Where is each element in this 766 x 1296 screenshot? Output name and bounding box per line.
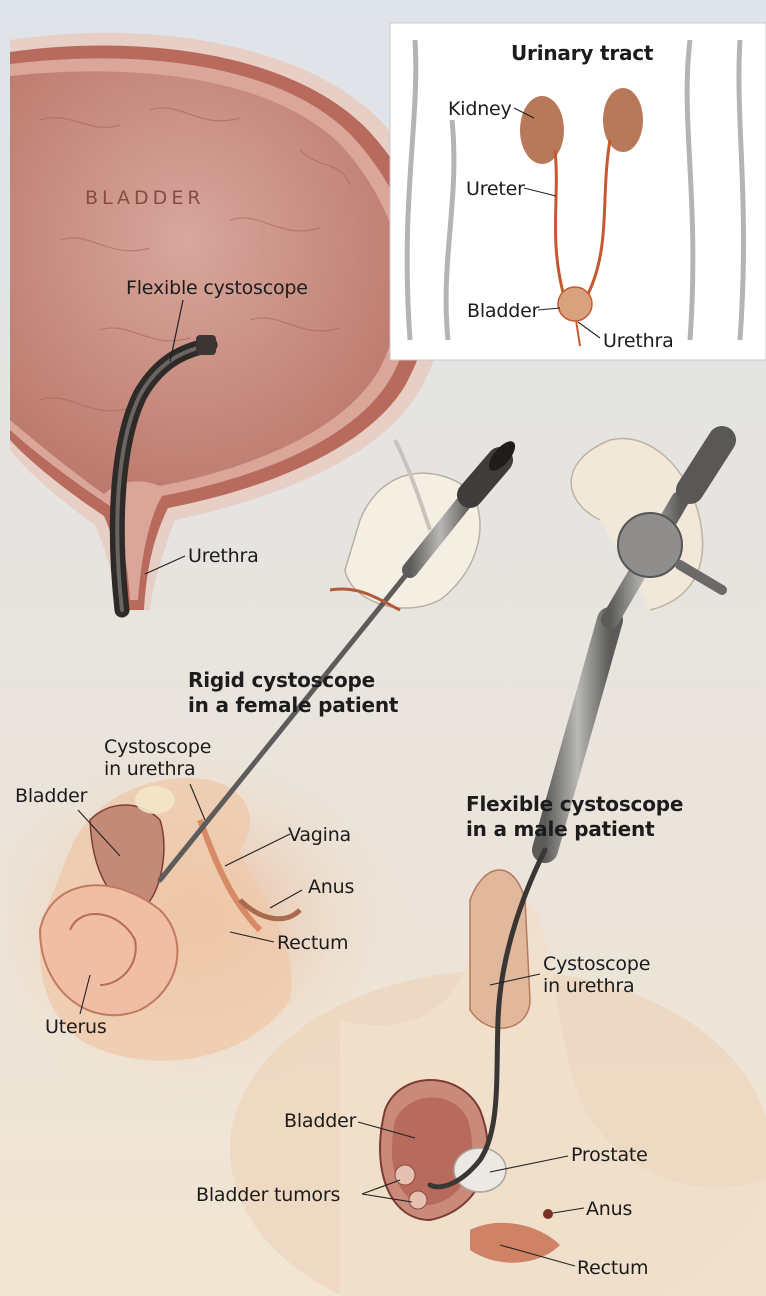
upper-urethra-label: Urethra [188,545,259,567]
female-rectum-label: Rectum [277,932,348,954]
male-cystoscope-in-urethra-label: Cystoscope in urethra [543,953,650,997]
inset-ureter-label: Ureter [466,178,525,200]
vagina-label: Vagina [288,824,351,846]
rigid-cystoscope-heading: Rigid cystoscope in a female patient [188,668,398,718]
prostate-label: Prostate [571,1144,648,1166]
inset-kidney-label: Kidney [448,98,512,120]
urinary-tract-title: Urinary tract [511,41,653,66]
uterus-label: Uterus [45,1016,107,1038]
inset-urethra-label: Urethra [603,330,674,352]
male-anus-label: Anus [586,1198,632,1220]
male-rectum-label: Rectum [577,1257,648,1279]
female-anus-label: Anus [308,876,354,898]
bladder-word-label: BLADDER [85,187,205,209]
male-bladder-label: Bladder [284,1110,356,1132]
inset-bladder-label: Bladder [467,300,539,322]
flexible-cystoscope-male-heading: Flexible cystoscope in a male patient [466,792,683,842]
female-bladder-label: Bladder [15,785,87,807]
female-cystoscope-in-urethra-label: Cystoscope in urethra [104,736,211,780]
bladder-tumors-label: Bladder tumors [196,1184,340,1206]
flexible-cystoscope-label: Flexible cystoscope [126,277,308,299]
urinary-tract-inset [390,23,766,360]
